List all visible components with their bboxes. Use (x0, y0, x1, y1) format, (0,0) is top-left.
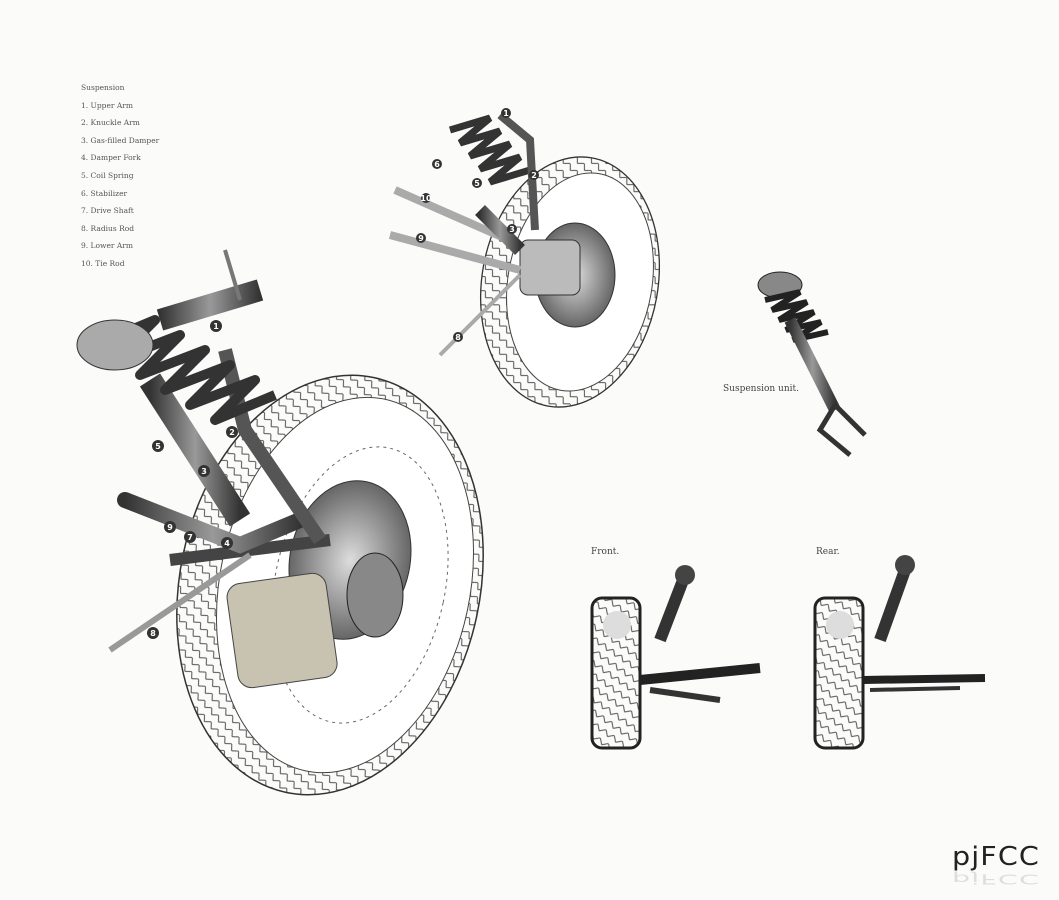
logo-reflection: pjFCC (952, 871, 1040, 886)
svg-text:9: 9 (418, 234, 424, 243)
legend-item: 3. Gas-filled Damper (81, 135, 160, 145)
svg-text:5: 5 (155, 442, 161, 451)
caption-front: Front. (591, 547, 620, 557)
caption-rear: Rear. (816, 547, 840, 557)
legend-item: 2. Knuckle Arm (81, 118, 140, 128)
radius-rod (108, 552, 252, 653)
knuckle-arm (218, 348, 326, 544)
upper-suspension-illustration (388, 111, 661, 408)
callout-upper-arm: 1 (210, 320, 222, 332)
suspension-unit-illustration (757, 271, 867, 457)
svg-text:8: 8 (455, 333, 461, 342)
callout-damper-fork: 4 (221, 537, 233, 549)
rear-view-illustration (813, 555, 986, 750)
svg-text:7: 7 (187, 533, 193, 542)
callout-coil-spring-small: 5 (472, 178, 482, 188)
callout-knuckle-arm: 2 (226, 426, 238, 438)
legend-item: 4. Damper Fork (81, 153, 141, 163)
logo: pjFCC pjFCC (952, 842, 1042, 886)
svg-text:3: 3 (201, 467, 207, 476)
callout-radius-rod-small: 8 (453, 332, 463, 342)
svg-text:3: 3 (509, 225, 515, 234)
callout-lower-arm-small: 9 (416, 233, 426, 243)
legend-item: 10. Tie Rod (81, 258, 125, 268)
legend-item: 9. Lower Arm (81, 241, 133, 251)
svg-text:1: 1 (503, 109, 509, 118)
callout-stabilizer-small: 6 (432, 159, 442, 169)
callout-upper-arm-small: 1 (501, 108, 511, 118)
logo-text: pjFCC (952, 842, 1040, 872)
legend-item: 5. Coil Spring (81, 170, 134, 180)
legend-item: 1. Upper Arm (81, 100, 133, 110)
svg-text:1: 1 (213, 322, 219, 331)
drive-shaft (169, 534, 331, 566)
svg-text:2: 2 (229, 428, 235, 437)
brake-caliper (226, 572, 338, 689)
callout-lower-arm: 9 (164, 521, 176, 533)
legend-item: 8. Radius Rod (81, 223, 135, 233)
svg-text:5: 5 (474, 179, 480, 188)
legend-title: Suspension (81, 83, 125, 92)
damper (139, 373, 251, 527)
svg-text:4: 4 (224, 539, 230, 548)
main-suspension-illustration (76, 249, 484, 796)
callout-damper-small: 3 (507, 224, 517, 234)
callout-drive-shaft: 7 (184, 531, 196, 543)
suspension-legend: Suspension 1. Upper Arm 2. Knuckle Arm 3… (81, 79, 159, 273)
caption-suspension-unit: Suspension unit. (723, 384, 799, 394)
callout-radius-rod: 8 (147, 627, 159, 639)
svg-text:8: 8 (150, 629, 156, 638)
callout-coil-spring: 5 (152, 440, 164, 452)
svg-text:2: 2 (531, 171, 537, 180)
callout-damper: 3 (198, 465, 210, 477)
callout-knuckle-arm-small: 2 (529, 170, 539, 180)
legend-item: 7. Drive Shaft (81, 206, 134, 216)
svg-text:6: 6 (434, 160, 440, 169)
callout-tie-rod-small: 10 (420, 193, 432, 203)
svg-text:10: 10 (420, 194, 432, 203)
legend-item: 6. Stabilizer (81, 188, 128, 198)
lower-arm (117, 492, 308, 554)
upper-arm (156, 279, 264, 331)
svg-text:9: 9 (167, 523, 173, 532)
front-view-illustration (590, 565, 761, 750)
